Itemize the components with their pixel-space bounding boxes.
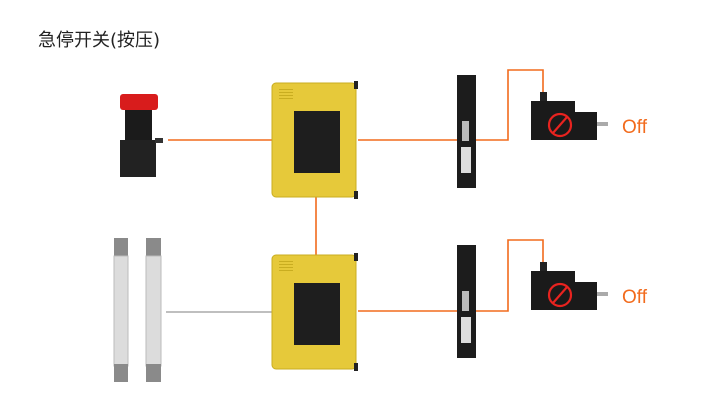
servo-drive-1	[457, 75, 476, 188]
motor-2-status: Off	[622, 287, 647, 308]
emergency-stop-switch	[120, 94, 163, 177]
wire-drive1-to-motor1	[476, 69, 544, 141]
servo-drive-2	[457, 245, 476, 358]
wiring	[166, 69, 544, 313]
servo-motor-2	[531, 262, 608, 310]
servo-motor-1	[531, 92, 608, 140]
light-curtain	[113, 238, 162, 382]
stop-icon	[547, 112, 573, 138]
stop-icon	[547, 282, 573, 308]
motor-1-status: Off	[622, 117, 647, 138]
safety-module-1	[271, 81, 358, 199]
page-title: 急停开关(按压)	[38, 30, 161, 51]
safety-module-2	[271, 253, 358, 371]
wire-drive2-to-motor2	[476, 239, 544, 312]
